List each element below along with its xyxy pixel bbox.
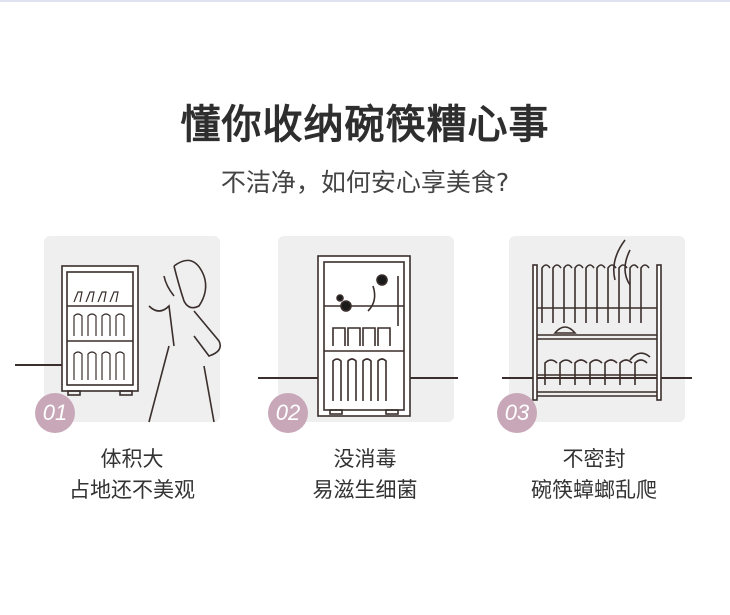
floor-line xyxy=(15,364,63,366)
caption-line-1: 体积大 xyxy=(100,447,164,471)
page-subtitle: 不洁净，如何安心享美食? xyxy=(220,168,510,197)
step-badge: 02 xyxy=(268,393,308,433)
feature-caption: 不密封 碗筷蟑螂乱爬 xyxy=(494,444,694,506)
caption-line-2: 碗筷蟑螂乱爬 xyxy=(531,478,657,502)
step-badge: 01 xyxy=(35,393,75,433)
caption-line-2: 占地还不美观 xyxy=(69,478,195,502)
page-title: 懂你收纳碗筷糟心事 xyxy=(180,102,550,148)
feature-caption: 没消毒 易滋生细菌 xyxy=(265,444,465,506)
feature-caption: 体积大 占地还不美观 xyxy=(32,444,232,506)
open-rack-cockroach-icon xyxy=(532,239,662,401)
top-border xyxy=(0,0,730,2)
caption-line-1: 不密封 xyxy=(562,447,626,471)
floor-line xyxy=(502,377,692,379)
large-cabinet-woman-icon xyxy=(61,259,222,423)
caption-line-2: 易滋生细菌 xyxy=(312,478,418,502)
cabinet-bacteria-icon xyxy=(317,255,411,417)
step-badge: 03 xyxy=(497,393,537,433)
caption-line-1: 没消毒 xyxy=(333,447,397,471)
